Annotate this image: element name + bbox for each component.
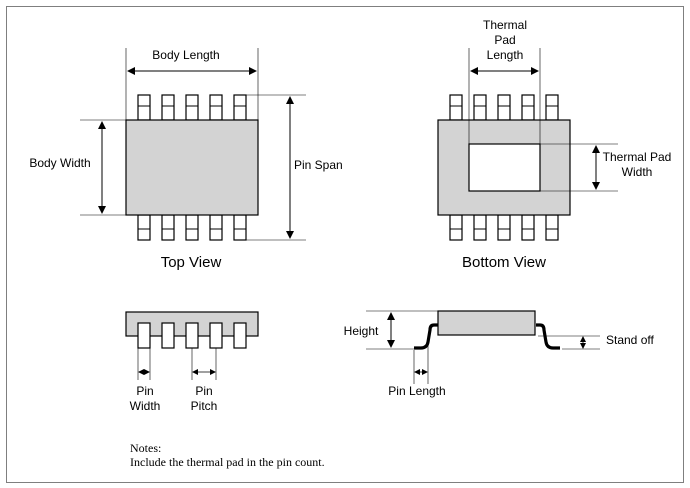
pin — [521, 214, 535, 241]
pin — [473, 94, 487, 121]
body-width-label: Body Width — [29, 156, 90, 170]
pin — [545, 94, 559, 121]
pin — [545, 214, 559, 241]
pin — [161, 94, 175, 121]
top-view-body — [125, 119, 259, 216]
thermal-pad-width-label-1: Thermal Pad — [603, 150, 672, 164]
top-view-pins-bottom — [137, 214, 247, 241]
front-side-pins — [137, 322, 247, 349]
left-lead — [414, 323, 438, 350]
thermal-pad — [468, 143, 541, 192]
top-view-title: Top View — [161, 254, 222, 271]
pin — [497, 214, 511, 241]
height-label: Height — [344, 324, 379, 338]
thermal-pad-length-label-2: Pad — [494, 33, 515, 47]
front-side-view: Pin Width Pin Pitch — [125, 311, 259, 413]
stand-off-label: Stand off — [606, 333, 654, 347]
pin-length-label: Pin Length — [388, 384, 445, 398]
bottom-view-pins-bottom — [449, 214, 559, 241]
pin-pitch-label-1: Pin — [195, 384, 212, 398]
pin — [449, 214, 463, 241]
pin — [137, 214, 151, 241]
pin — [137, 322, 151, 349]
pin — [209, 94, 223, 121]
bottom-view: Thermal Pad Length Thermal Pad Width Bot… — [437, 18, 672, 271]
pin — [473, 214, 487, 241]
pin — [233, 214, 247, 241]
bottom-view-title: Bottom View — [462, 254, 546, 271]
pin — [233, 322, 247, 349]
body-length-label: Body Length — [152, 48, 219, 62]
pin — [521, 94, 535, 121]
pin-pitch-label-2: Pitch — [191, 399, 218, 413]
drawing-frame — [6, 6, 684, 483]
pin-width-label-2: Width — [130, 399, 161, 413]
pin — [137, 94, 151, 121]
profile-body — [437, 310, 536, 336]
notes-text: Include the thermal pad in the pin count… — [130, 455, 325, 469]
pin — [497, 94, 511, 121]
pin — [233, 94, 247, 121]
pin — [185, 322, 199, 349]
bottom-view-pins-top — [449, 94, 559, 121]
profile-side-view: Height Stand off Pin Length — [344, 310, 654, 398]
thermal-pad-length-label-1: Thermal — [483, 18, 527, 32]
pin — [209, 214, 223, 241]
top-view: Body Length Body Width Pin Span Top View — [29, 48, 343, 271]
notes-title: Notes: — [130, 441, 161, 455]
pin — [449, 94, 463, 121]
right-lead — [536, 323, 560, 350]
pin — [185, 94, 199, 121]
pin — [161, 214, 175, 241]
pin — [185, 214, 199, 241]
thermal-pad-width-label-2: Width — [622, 165, 653, 179]
pin-span-label: Pin Span — [294, 158, 343, 172]
thermal-pad-length-label-3: Length — [487, 48, 524, 62]
pin-width-label-1: Pin — [136, 384, 153, 398]
pin — [209, 322, 223, 349]
pin — [161, 322, 175, 349]
top-view-pins-top — [137, 94, 247, 121]
